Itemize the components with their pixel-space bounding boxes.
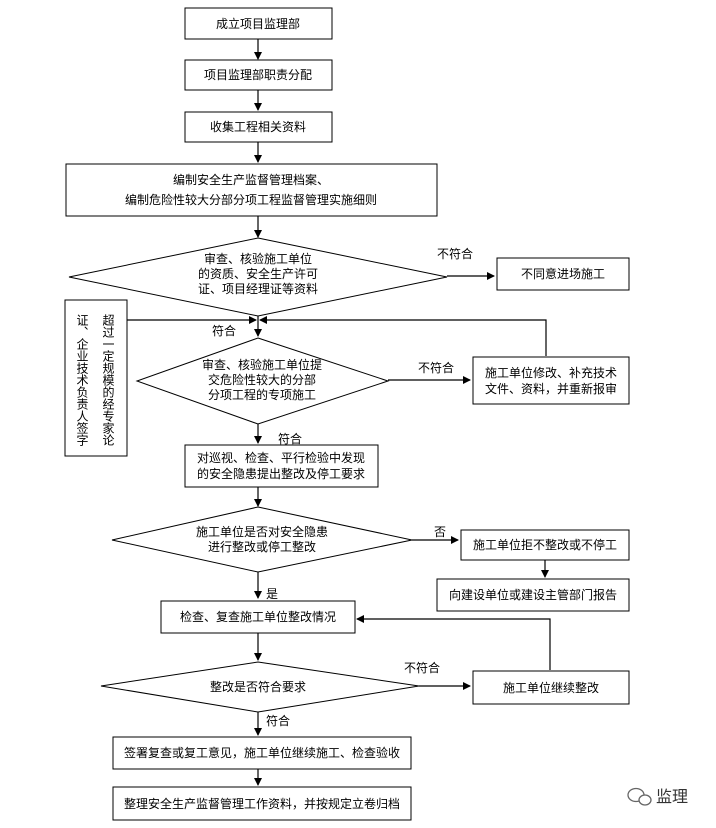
decision-d3-line2: 进行整改或停工整改	[208, 539, 316, 554]
label-d4-no: 不符合	[404, 660, 440, 675]
chat-bubble-icon	[627, 787, 652, 806]
label-d1-yes: 符合	[212, 323, 236, 338]
node-n1-label: 成立项目监理部	[216, 16, 300, 31]
node-r4: 向建设单位或建设主管部门报告	[436, 578, 630, 612]
node-r1: 不同意进场施工	[496, 257, 630, 291]
node-r3: 施工单位拒不整改或不停工	[460, 529, 630, 561]
node-n5-line2: 的安全隐患提出整改及停工要求	[197, 466, 365, 481]
decision-d1-line3: 证、项目经理证等资料	[198, 282, 318, 296]
decision-d3: 施工单位是否对安全隐患 进行整改或停工整改	[111, 506, 413, 573]
watermark-text: 监理	[656, 787, 688, 806]
arrow-r2-resubmit	[259, 316, 547, 356]
label-d1-no: 不符合	[437, 246, 473, 261]
decision-d4-label: 整改是否符合要求	[210, 679, 306, 694]
decision-d1-line2: 的资质、安全生产许可	[198, 266, 318, 281]
node-n5-line1: 对巡视、检查、平行检验中发现	[197, 450, 365, 465]
arrow-r5-recheck	[356, 615, 551, 670]
decision-d1: 审查、核验施工单位 的资质、安全生产许可 证、项目经理证等资料	[68, 237, 448, 317]
node-n6: 检查、复查施工单位整改情况	[160, 600, 356, 634]
label-d4-yes: 符合	[266, 713, 290, 728]
node-r2: 施工单位修改、补充技术 文件、资料，并重新报审	[472, 356, 630, 405]
node-r2-line2: 文件、资料，并重新报审	[485, 381, 617, 396]
decision-d4: 整改是否符合要求	[100, 661, 420, 713]
node-n8-label: 整理安全生产监督管理工作资料，并按规定立卷归档	[124, 796, 400, 811]
node-n2-label: 项目监理部职责分配	[204, 67, 312, 82]
label-d2-no: 不符合	[418, 360, 454, 375]
node-n6-label: 检查、复查施工单位整改情况	[180, 609, 336, 624]
connectors	[127, 39, 551, 786]
node-n4: 编制安全生产监督管理档案、 编制危险性较大分部分项工程监督管理实施细则	[65, 163, 438, 217]
decision-d1-line1: 审查、核验施工单位	[204, 251, 312, 266]
node-n5: 对巡视、检查、平行检验中发现 的安全隐患提出整改及停工要求	[184, 444, 379, 488]
node-r4-label: 向建设单位或建设主管部门报告	[449, 587, 617, 602]
node-n7: 签署复查或复工意见，施工单位继续施工、检查验收	[112, 736, 412, 770]
left-note-col2: 证、企业技术负责人签字	[75, 314, 89, 446]
node-n4-line2: 编制危险性较大分部分项工程监督管理实施细则	[125, 192, 377, 207]
decision-d2: 审查、核验施工单位提 交危险性较大的分部 分项工程的专项施工	[135, 337, 390, 425]
node-n4-line1: 编制安全生产监督管理档案、	[173, 172, 329, 187]
label-d3-no: 否	[434, 525, 446, 539]
left-note-col1: 超过一定规模的经专家论	[101, 313, 115, 446]
left-note: 超过一定规模的经专家论 证、企业技术负责人签字	[64, 299, 128, 457]
node-r3-label: 施工单位拒不整改或不停工	[473, 537, 617, 552]
node-r2-line1: 施工单位修改、补充技术	[485, 365, 617, 380]
node-n7-label: 签署复查或复工意见，施工单位继续施工、检查验收	[124, 745, 400, 760]
decision-d2-line1: 审查、核验施工单位提	[202, 357, 322, 372]
decision-d2-line3: 分项工程的专项施工	[208, 387, 316, 402]
node-n3: 收集工程相关资料	[184, 111, 333, 143]
node-n3-label: 收集工程相关资料	[210, 119, 306, 134]
label-d2-yes: 符合	[278, 431, 302, 446]
decision-d2-line2: 交危险性较大的分部	[208, 372, 316, 387]
node-r5-label: 施工单位继续整改	[503, 680, 599, 695]
node-n8: 整理安全生产监督管理工作资料，并按规定立卷归档	[112, 786, 412, 821]
node-n2: 项目监理部职责分配	[184, 59, 333, 91]
node-r5: 施工单位继续整改	[472, 670, 630, 705]
node-r1-label: 不同意进场施工	[521, 266, 605, 281]
label-d3-yes: 是	[266, 587, 278, 601]
watermark: 监理	[627, 787, 688, 806]
decision-d3-line1: 施工单位是否对安全隐患	[196, 524, 328, 539]
node-n1: 成立项目监理部	[184, 7, 333, 40]
